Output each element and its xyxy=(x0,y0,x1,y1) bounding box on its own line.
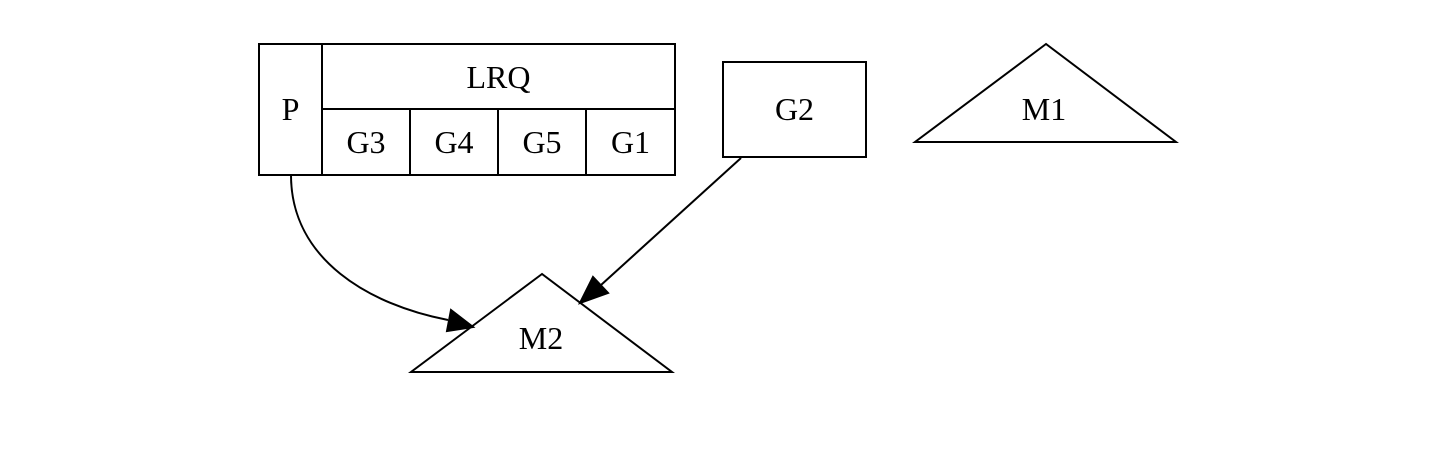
g2-label: G2 xyxy=(775,91,814,127)
g2-node: G2 xyxy=(722,61,867,158)
edge-p-to-m2-line xyxy=(290,174,449,321)
edge-p-to-m2 xyxy=(290,174,476,333)
g2-box xyxy=(722,61,867,158)
processor-record-node: P LRQ G3 G4 G5 G1 xyxy=(258,43,676,176)
m2-triangle xyxy=(407,272,675,373)
lrq-slot-g4: G4 xyxy=(434,124,473,160)
edge-g2-to-m2 xyxy=(577,157,742,305)
m2-label: M2 xyxy=(519,320,563,356)
m1-triangle xyxy=(911,42,1179,143)
edge-g2-to-m2-arrowhead xyxy=(577,275,610,305)
lrq-slot-g1: G1 xyxy=(611,124,650,160)
edge-g2-to-m2-line xyxy=(600,157,742,286)
edge-p-to-m2-arrowhead xyxy=(445,308,476,333)
m2-node: M2 xyxy=(407,272,675,373)
lrq-label: LRQ xyxy=(467,59,531,95)
processor-label: P xyxy=(282,91,300,127)
m1-node: M1 xyxy=(911,42,1179,143)
m1-label: M1 xyxy=(1022,91,1066,127)
lrq-slot-g5: G5 xyxy=(522,124,561,160)
lrq-slot-g3: G3 xyxy=(346,124,385,160)
